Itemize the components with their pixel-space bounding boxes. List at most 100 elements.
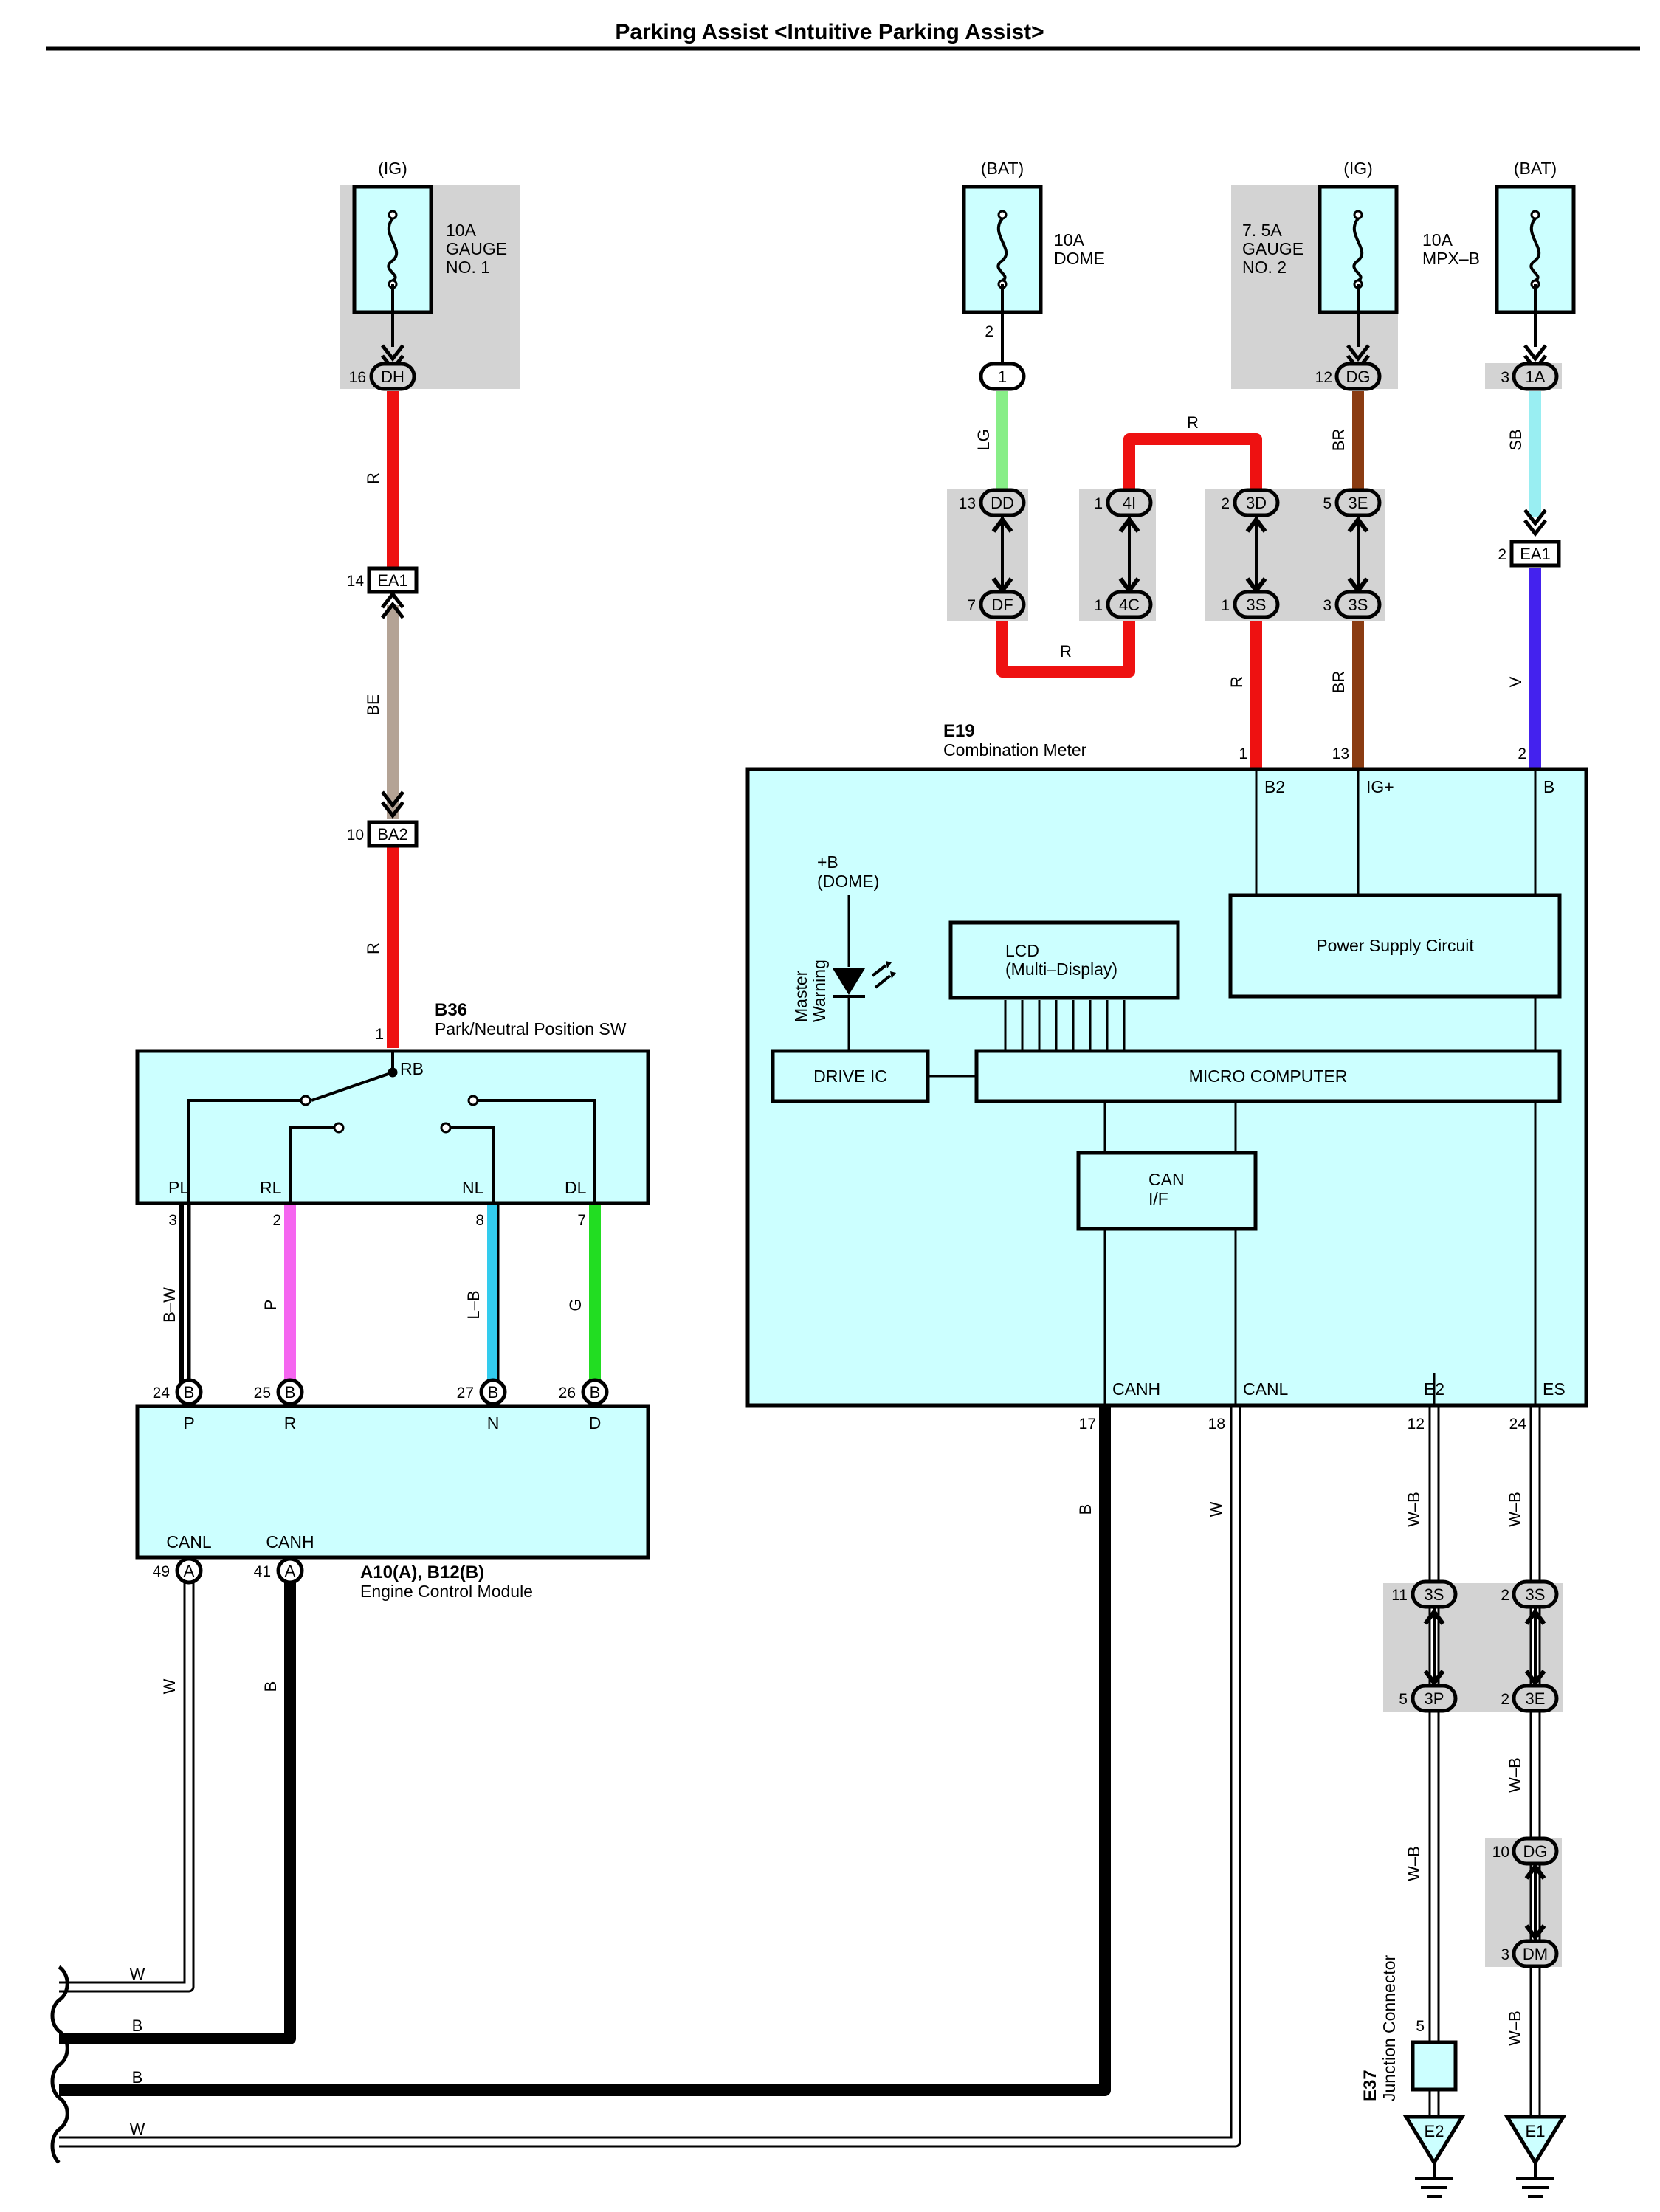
svg-text:A10(A), B12(B): A10(A), B12(B) bbox=[360, 1562, 484, 1582]
connector-dh: DH 16 bbox=[349, 362, 416, 391]
svg-text:R: R bbox=[1060, 642, 1072, 661]
svg-text:B: B bbox=[590, 1383, 601, 1402]
svg-text:2: 2 bbox=[1518, 745, 1526, 762]
svg-text:GAUGE: GAUGE bbox=[446, 239, 507, 258]
svg-text:DL: DL bbox=[565, 1178, 587, 1197]
svg-text:3: 3 bbox=[168, 1212, 177, 1229]
svg-text:D: D bbox=[589, 1413, 602, 1433]
svg-text:W–B: W–B bbox=[1506, 2011, 1524, 2046]
svg-text:5: 5 bbox=[1399, 1691, 1408, 1708]
svg-text:10A: 10A bbox=[446, 221, 477, 240]
svg-text:7. 5A: 7. 5A bbox=[1242, 221, 1282, 240]
svg-text:E2: E2 bbox=[1424, 1379, 1444, 1399]
svg-text:5: 5 bbox=[1416, 2018, 1425, 2035]
svg-text:14: 14 bbox=[347, 573, 365, 590]
wire-color-labels: R BE R LG R R R BR BR SB V B–W P L–B G W… bbox=[130, 413, 1525, 2138]
wires bbox=[59, 391, 1541, 2148]
svg-text:18: 18 bbox=[1208, 1416, 1225, 1433]
svg-text:W: W bbox=[160, 1678, 179, 1694]
wire-w-canl-meter-fill bbox=[59, 1406, 1239, 2146]
svg-text:3E: 3E bbox=[1349, 494, 1368, 512]
svg-text:A: A bbox=[285, 1562, 296, 1580]
svg-text:2: 2 bbox=[1498, 546, 1506, 563]
svg-text:B: B bbox=[1076, 1504, 1095, 1515]
svg-text:3: 3 bbox=[1323, 597, 1332, 614]
svg-text:7: 7 bbox=[967, 597, 976, 614]
svg-text:3E: 3E bbox=[1526, 1689, 1546, 1708]
svg-text:13: 13 bbox=[1332, 745, 1349, 762]
svg-text:49: 49 bbox=[153, 1563, 170, 1580]
svg-text:13: 13 bbox=[959, 495, 976, 512]
fuse-arrows bbox=[382, 312, 1546, 816]
connector-3p: 3P 5 bbox=[1399, 1684, 1458, 1713]
svg-text:3D: 3D bbox=[1246, 494, 1267, 512]
svg-text:3: 3 bbox=[1501, 369, 1509, 386]
micro-computer-block bbox=[974, 1049, 1562, 1103]
svg-text:10: 10 bbox=[347, 827, 364, 844]
svg-text:Combination Meter: Combination Meter bbox=[943, 740, 1087, 759]
svg-text:B: B bbox=[488, 1383, 499, 1402]
svg-text:(IG): (IG) bbox=[378, 159, 407, 178]
page-title: Parking Assist <Intuitive Parking Assist… bbox=[615, 20, 1044, 44]
connector-dg: DG 12 bbox=[1315, 362, 1382, 391]
lcd-block bbox=[948, 920, 1180, 1000]
svg-text:ES: ES bbox=[1543, 1379, 1566, 1399]
connector-ea1-right: EA1 2 bbox=[1498, 540, 1561, 568]
svg-text:DH: DH bbox=[381, 368, 404, 386]
power-supply-block bbox=[1228, 893, 1562, 999]
connector-3e: 3E 5 bbox=[1323, 488, 1382, 517]
svg-text:12: 12 bbox=[1408, 1416, 1425, 1433]
svg-text:I/F: I/F bbox=[1148, 1189, 1168, 1208]
svg-text:W–B: W–B bbox=[1405, 1846, 1423, 1881]
connector-3s-e2: 3S 11 bbox=[1391, 1579, 1458, 1609]
svg-text:10A: 10A bbox=[1054, 230, 1085, 249]
svg-text:B–W: B–W bbox=[160, 1287, 179, 1323]
connector-ba2: BA2 10 bbox=[347, 820, 419, 848]
wire-b-canh-ecm bbox=[59, 1579, 296, 2044]
svg-text:P: P bbox=[183, 1413, 194, 1433]
svg-text:RB: RB bbox=[400, 1059, 424, 1078]
svg-text:1: 1 bbox=[1239, 745, 1247, 762]
svg-text:10: 10 bbox=[1492, 1844, 1509, 1861]
svg-text:4I: 4I bbox=[1123, 494, 1136, 512]
svg-text:1: 1 bbox=[1094, 495, 1103, 512]
connector-df: DF 7 bbox=[967, 590, 1026, 619]
connector-1a: 1A 3 bbox=[1501, 362, 1559, 391]
connector-3s-es: 3S 2 bbox=[1501, 1579, 1559, 1609]
svg-text:2: 2 bbox=[1221, 495, 1230, 512]
drive-ic-block bbox=[771, 1049, 930, 1103]
svg-text:CANH: CANH bbox=[266, 1532, 314, 1551]
connector-dm: DM 3 bbox=[1501, 1939, 1559, 1968]
svg-text:NO. 1: NO. 1 bbox=[446, 258, 490, 277]
wire-b-canh-meter bbox=[59, 1406, 1111, 2096]
svg-text:(IG): (IG) bbox=[1343, 159, 1373, 178]
svg-text:24: 24 bbox=[153, 1385, 171, 1402]
svg-text:Power Supply Circuit: Power Supply Circuit bbox=[1316, 936, 1474, 955]
e37-junction-connector: 5 E37 Junction Connector bbox=[1360, 1954, 1458, 2101]
connector-dd: DD 13 bbox=[959, 488, 1026, 517]
svg-text:3S: 3S bbox=[1247, 596, 1267, 614]
svg-text:B: B bbox=[132, 2068, 143, 2087]
svg-text:CANH: CANH bbox=[1112, 1379, 1160, 1399]
svg-text:B: B bbox=[261, 1681, 280, 1692]
svg-text:IG+: IG+ bbox=[1366, 777, 1394, 796]
svg-text:Junction Connector: Junction Connector bbox=[1380, 1954, 1399, 2101]
svg-text:1A: 1A bbox=[1526, 368, 1546, 386]
connector-4c: 4C 1 bbox=[1094, 590, 1153, 619]
fuse-gauge-no2: (IG) 7. 5A GAUGE NO. 2 bbox=[1242, 159, 1396, 312]
wire-r-df-4c bbox=[996, 621, 1135, 678]
svg-text:W: W bbox=[130, 1965, 145, 1983]
ground-e1: E1 bbox=[1504, 2115, 1567, 2198]
svg-text:7: 7 bbox=[577, 1212, 586, 1229]
svg-text:B2: B2 bbox=[1264, 777, 1285, 796]
svg-text:E19: E19 bbox=[943, 721, 975, 741]
svg-text:B: B bbox=[285, 1383, 296, 1402]
svg-text:2: 2 bbox=[1501, 1691, 1509, 1708]
svg-text:W–B: W–B bbox=[1506, 1492, 1524, 1527]
svg-text:3S: 3S bbox=[1526, 1585, 1546, 1604]
svg-text:1: 1 bbox=[1221, 597, 1230, 614]
ground-e2: E2 bbox=[1402, 2115, 1466, 2198]
svg-text:5: 5 bbox=[1323, 495, 1332, 512]
svg-text:11: 11 bbox=[1391, 1587, 1408, 1604]
